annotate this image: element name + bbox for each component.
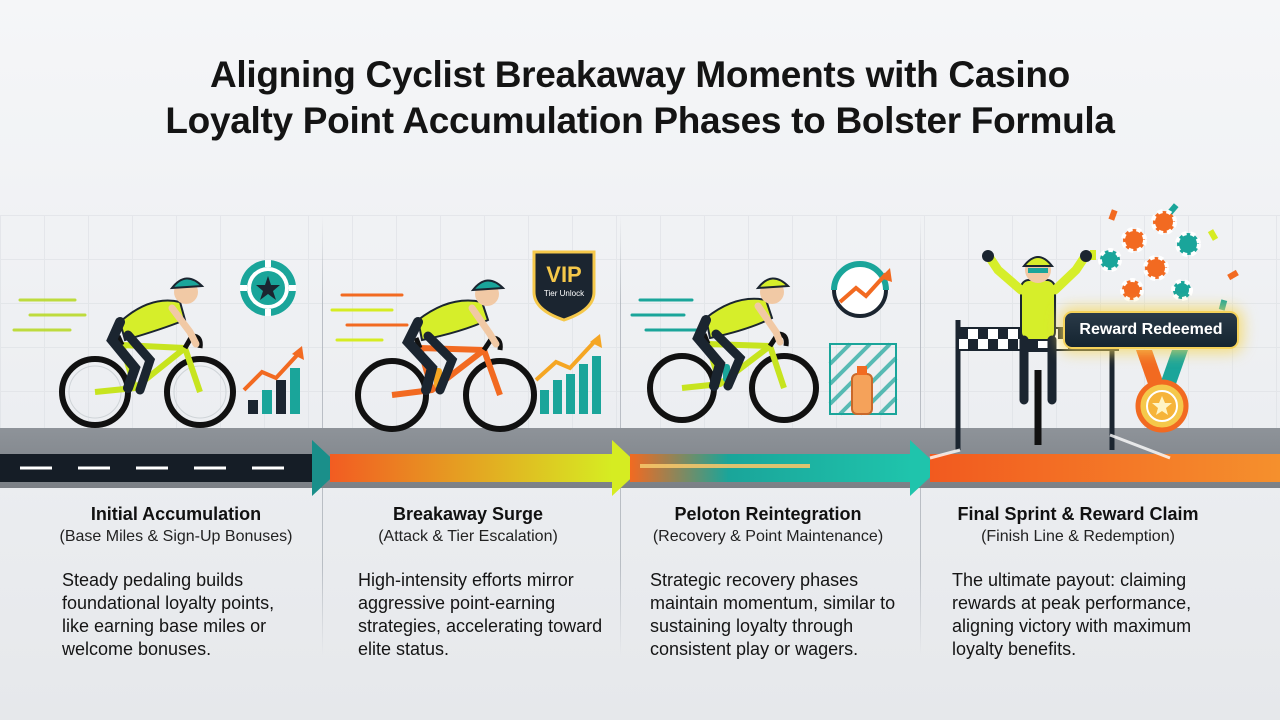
stage-3-illustration bbox=[630, 261, 898, 423]
hydration-bottle-icon bbox=[828, 342, 898, 416]
stage-1-subtitle: (Base Miles & Sign-Up Bonuses) bbox=[59, 528, 293, 545]
stage-3-title: Peloton Reintegration bbox=[674, 504, 862, 524]
casino-chip-icon bbox=[240, 260, 296, 316]
speed-lines bbox=[12, 298, 87, 332]
timeline-band bbox=[0, 440, 1280, 496]
timeline-arrow-1 bbox=[312, 440, 342, 496]
timeline-arrow-2 bbox=[612, 440, 642, 496]
stage-2-subtitle: (Attack & Tier Escalation) bbox=[378, 528, 558, 545]
stage-4-subtitle: (Finish Line & Redemption) bbox=[981, 528, 1175, 545]
page-title: Aligning Cyclist Breakaway Moments with … bbox=[0, 52, 1280, 144]
cyclist bbox=[647, 277, 819, 423]
growth-chart-icon bbox=[242, 346, 304, 414]
speed-lines bbox=[630, 298, 700, 332]
stage-4-description: The ultimate payout: claiming rewards at… bbox=[952, 570, 1192, 659]
stage-2-title: Breakaway Surge bbox=[392, 504, 544, 524]
stage-2-illustration: VIP Tier Unlock bbox=[330, 250, 602, 432]
growth-chart-icon bbox=[534, 334, 602, 414]
stage-4-title: Final Sprint & Reward Claim bbox=[957, 504, 1199, 524]
vip-badge: VIP Tier Unlock bbox=[532, 250, 596, 322]
stage-1-title: Initial Accumulation bbox=[90, 504, 262, 524]
momentum-gauge-icon bbox=[831, 261, 892, 318]
timeline-arrow-3 bbox=[910, 440, 940, 496]
stage-2-text: Breakaway Surge (Attack & Tier Escalatio… bbox=[318, 503, 618, 661]
stage-1-illustration bbox=[12, 260, 304, 428]
vip-badge-sublabel: Tier Unlock bbox=[544, 289, 585, 298]
page-title-line-2: Loyalty Point Accumulation Phases to Bol… bbox=[165, 100, 1115, 141]
medal-icon bbox=[1135, 350, 1189, 433]
reward-redeemed-badge: Reward Redeemed bbox=[1063, 311, 1239, 349]
stage-4-illustration bbox=[929, 203, 1239, 460]
stage-1-description: Steady pedaling builds foundational loya… bbox=[62, 570, 275, 659]
stage-2-description: High-intensity efforts mirror aggressive… bbox=[358, 570, 603, 659]
casino-chip-icon bbox=[1098, 209, 1201, 302]
stage-3-description: Strategic recovery phases maintain momen… bbox=[650, 570, 896, 659]
stage-1-text: Initial Accumulation (Base Miles & Sign-… bbox=[26, 503, 326, 661]
stage-3-subtitle: (Recovery & Point Maintenance) bbox=[652, 528, 884, 545]
stage-3-text: Peloton Reintegration (Recovery & Point … bbox=[618, 503, 918, 661]
page-title-line-1: Aligning Cyclist Breakaway Moments with … bbox=[209, 54, 1070, 95]
vip-badge-label: VIP bbox=[546, 262, 581, 287]
cyclist bbox=[59, 277, 236, 428]
timeline-segment-2 bbox=[330, 454, 612, 482]
speed-lines bbox=[330, 293, 409, 342]
victory-cyclist bbox=[982, 250, 1092, 445]
cyclist bbox=[355, 279, 537, 432]
timeline-segment-4 bbox=[930, 454, 1280, 482]
stage-4-text: Final Sprint & Reward Claim (Finish Line… bbox=[928, 503, 1228, 661]
